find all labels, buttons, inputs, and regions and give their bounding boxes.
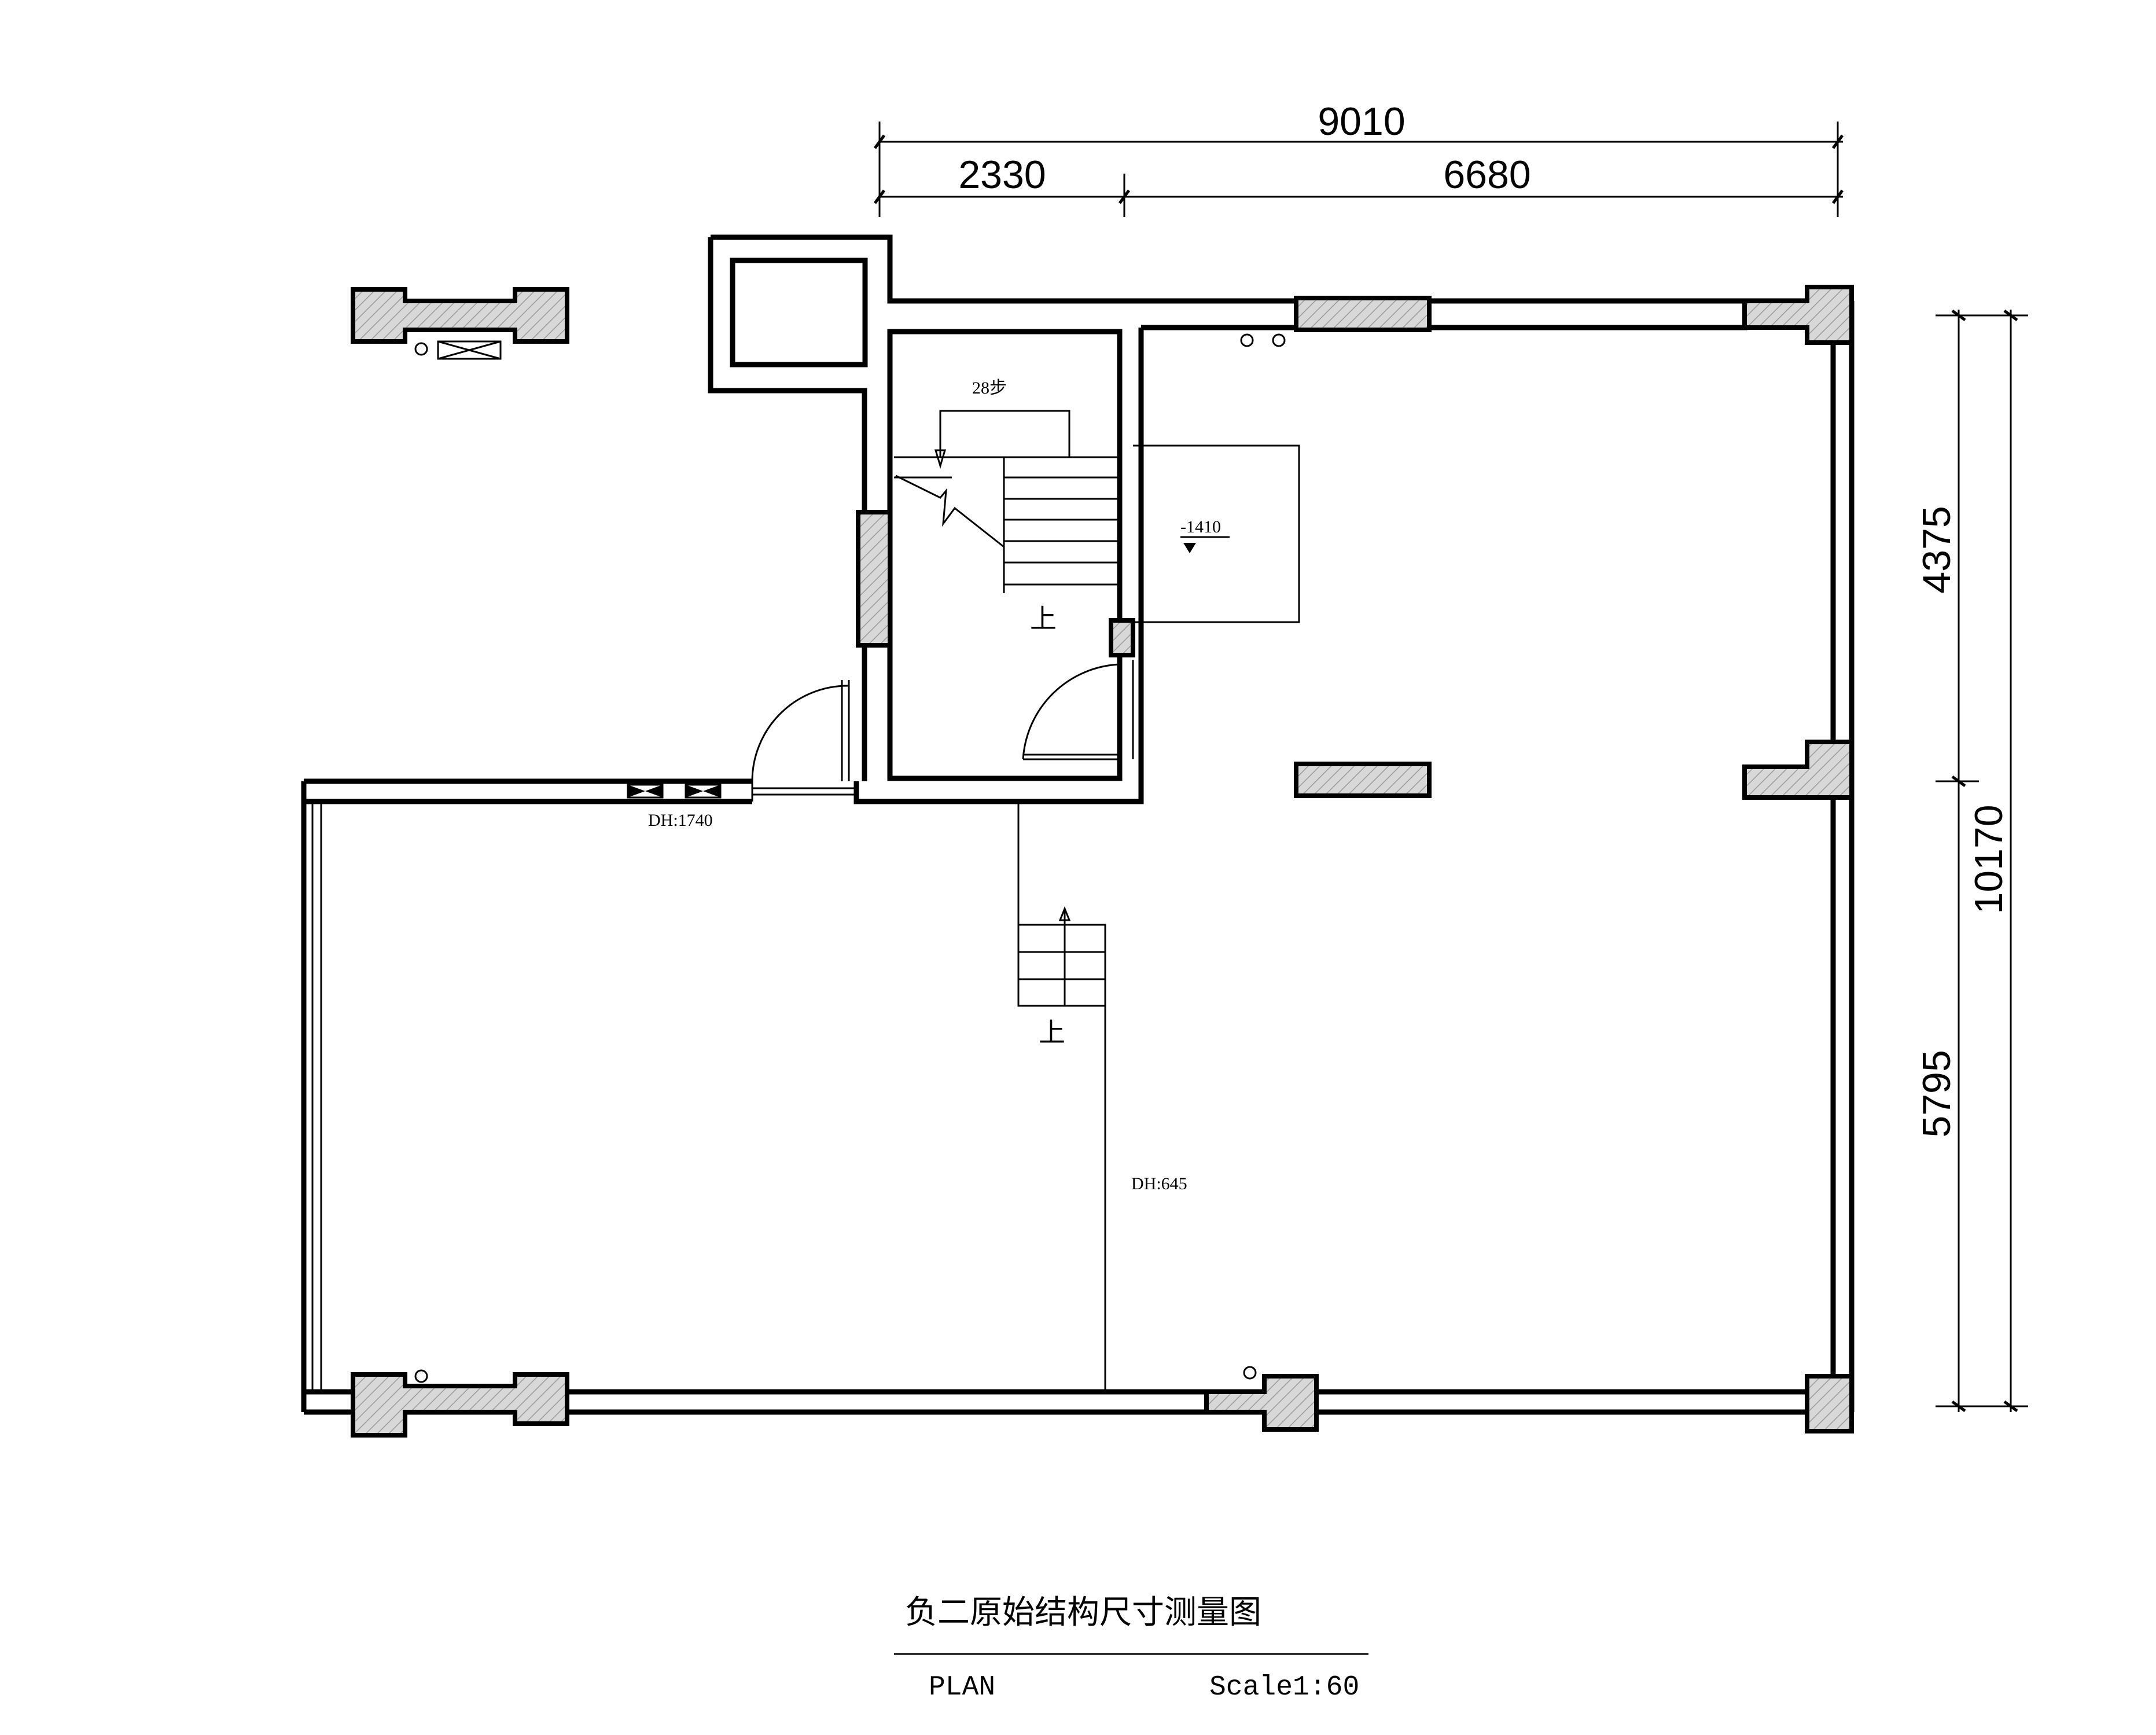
detached-column [351,287,569,360]
columns [351,285,1854,1438]
lower-stair [1017,802,1106,1392]
up-label-upper: 上 [1030,603,1057,634]
dim-right-lower: 5795 [1915,1050,1959,1137]
stair-room [862,329,1134,781]
dim-top-total: 9010 [1318,100,1405,144]
dh-window-label: DH:1740 [648,811,713,830]
level-box [1133,444,1300,623]
left-door [751,680,850,782]
steps-label: 28步 [972,378,1007,398]
right-dimension-lines [1936,309,2028,1413]
plan-label: PLAN [929,1672,995,1703]
dim-right-total: 10170 [1967,804,2011,914]
dim-top-left: 2330 [958,153,1046,197]
scale-label: Scale1:60 [1209,1672,1359,1703]
window-markers [627,784,722,799]
dh-room-label: DH:645 [1131,1174,1187,1193]
dim-top-right: 6680 [1443,153,1530,197]
top-dimension-lines [873,122,1844,217]
shaft-box [708,234,1852,758]
up-label-lower: 上 [1039,1017,1065,1048]
level-label: -1410 [1180,517,1221,536]
drawing-title: 负二原始结构尺寸测量图 [905,1594,1261,1631]
dim-right-upper: 4375 [1915,506,1959,593]
outer-walls [301,301,1855,1415]
